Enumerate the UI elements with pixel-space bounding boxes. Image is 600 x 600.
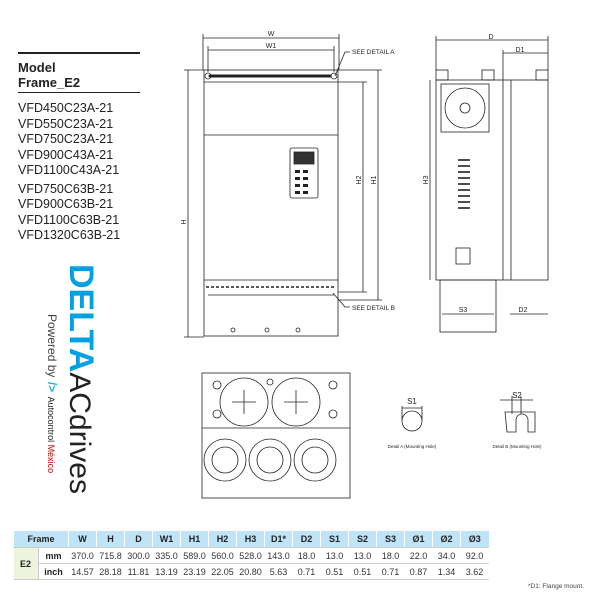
table-cell: 589.0 (180, 547, 209, 564)
model-item: VFD750C63B-21 (18, 181, 114, 196)
title-rule (18, 52, 140, 54)
title-divider (18, 92, 140, 93)
table-cell: 560.0 (208, 547, 237, 564)
dim-h2: H2 (356, 175, 363, 184)
table-cell: 0.71 (376, 563, 405, 580)
table-cell: 143.0 (264, 547, 293, 564)
model-item: VFD1320C63B-21 (18, 228, 121, 242)
dim-s2: S2 (512, 391, 522, 400)
dimension-table: Frame W H D W1 H1 H2 H3 D1* D2 S1 S2 S3 … (13, 531, 489, 580)
table-header-row: Frame W H D W1 H1 H2 H3 D1* D2 S1 S2 S3 … (13, 531, 489, 548)
table-cell: 22.05 (208, 563, 237, 580)
dim-w: W (268, 31, 275, 38)
detail-b-label: Detail B (Mounting Hole) (492, 444, 542, 449)
table-row-mm: E2 mm 370.0 715.8 300.0 335.0 589.0 560.… (13, 547, 489, 580)
table-cell: 18.0 (292, 547, 321, 564)
model-item: VFD900C63B-21 (18, 197, 114, 211)
table-footnote: *D1: Flange mount. (527, 583, 584, 590)
dim-s1: S1 (407, 397, 417, 406)
table-header: H3 (236, 531, 265, 548)
side-view (429, 36, 549, 333)
dim-s3: S3 (459, 307, 468, 314)
table-cell: 18.0 (376, 547, 405, 564)
table-cell: 528.0 (236, 547, 265, 564)
table-cell: 0.87 (404, 563, 433, 580)
table-cell: 92.0 (460, 547, 489, 564)
dim-d2: D2 (519, 307, 528, 314)
model-item: VFD750C23A-21 (18, 132, 114, 146)
detail-a-label: Detail A (Mounting Hole) (388, 444, 437, 449)
model-item: VFD550C23A-21 (18, 116, 114, 131)
dim-w1: W1 (266, 43, 277, 50)
table-row-inch: inch 14.57 28.18 11.81 13.19 23.19 22.05… (14, 563, 489, 580)
bottom-view (201, 372, 351, 499)
model-title: Model Frame_E2 (18, 60, 80, 90)
table-header: S1 (320, 531, 349, 548)
table-header: H2 (208, 531, 237, 548)
table-header: H1 (180, 531, 209, 548)
table-header: W (68, 531, 97, 548)
table-cell: 22.0 (404, 547, 433, 564)
frame-label: Frame_E2 (18, 75, 81, 90)
table-header: Frame (13, 531, 69, 548)
table-cell: 13.0 (348, 547, 377, 564)
table-header: Ø3 (460, 531, 489, 548)
table-cell: 715.8 (96, 547, 125, 564)
table-header: D2 (292, 531, 321, 548)
table-cell: 335.0 (152, 547, 181, 564)
see-detail-a: SEE DETAIL A (352, 49, 395, 56)
table-cell: 3.62 (460, 563, 489, 580)
model-label: Model (18, 60, 56, 75)
unit-cell: mm (38, 547, 69, 564)
table-header: D (124, 531, 153, 548)
table-cell: 0.51 (348, 563, 377, 580)
dimension-drawing: W W1 H H2 H1 SEE DETAIL A SEE DETAIL B D… (181, 31, 549, 499)
table-cell: 13.0 (320, 547, 349, 564)
model-item: VFD1100C43A-21 (18, 163, 120, 177)
table-cell: 14.57 (68, 563, 97, 580)
model-item: VFD900C43A-21 (18, 147, 114, 162)
table-cell: 370.0 (68, 547, 97, 564)
detail-views (401, 396, 536, 433)
unit-cell: inch (38, 563, 69, 580)
dim-d1: D1 (516, 47, 525, 54)
table-header: Ø1 (404, 531, 433, 548)
table-header: H (96, 531, 125, 548)
table-cell: 11.81 (124, 563, 153, 580)
table-header: Ø2 (432, 531, 461, 548)
model-list: VFD450C23A-21 VFD550C23A-21 VFD750C23A-2… (18, 101, 120, 244)
dim-h: H (181, 219, 188, 224)
table-cell: 28.18 (96, 563, 125, 580)
front-view (184, 34, 382, 338)
table-cell: 0.51 (320, 563, 349, 580)
see-detail-b: SEE DETAIL B (352, 305, 395, 312)
table-cell: 23.19 (180, 563, 209, 580)
table-cell: 34.0 (432, 547, 461, 564)
frame-cell: E2 (13, 547, 39, 580)
dim-h3: H3 (423, 175, 430, 184)
dim-d: D (488, 34, 493, 41)
table-cell: 300.0 (124, 547, 153, 564)
table-header: S3 (376, 531, 405, 548)
table-cell: 20.80 (236, 563, 265, 580)
table-cell: 5.63 (264, 563, 293, 580)
table-cell: 13.19 (152, 563, 181, 580)
table-header: D1* (264, 531, 293, 548)
model-item: VFD1100C63B-21 (18, 212, 120, 227)
table-header: W1 (152, 531, 181, 548)
table-cell: 0.71 (292, 563, 321, 580)
model-item: VFD450C23A-21 (18, 101, 114, 115)
table-header: S2 (348, 531, 377, 548)
table-cell: 1.34 (432, 563, 461, 580)
dim-h1: H1 (371, 175, 378, 184)
